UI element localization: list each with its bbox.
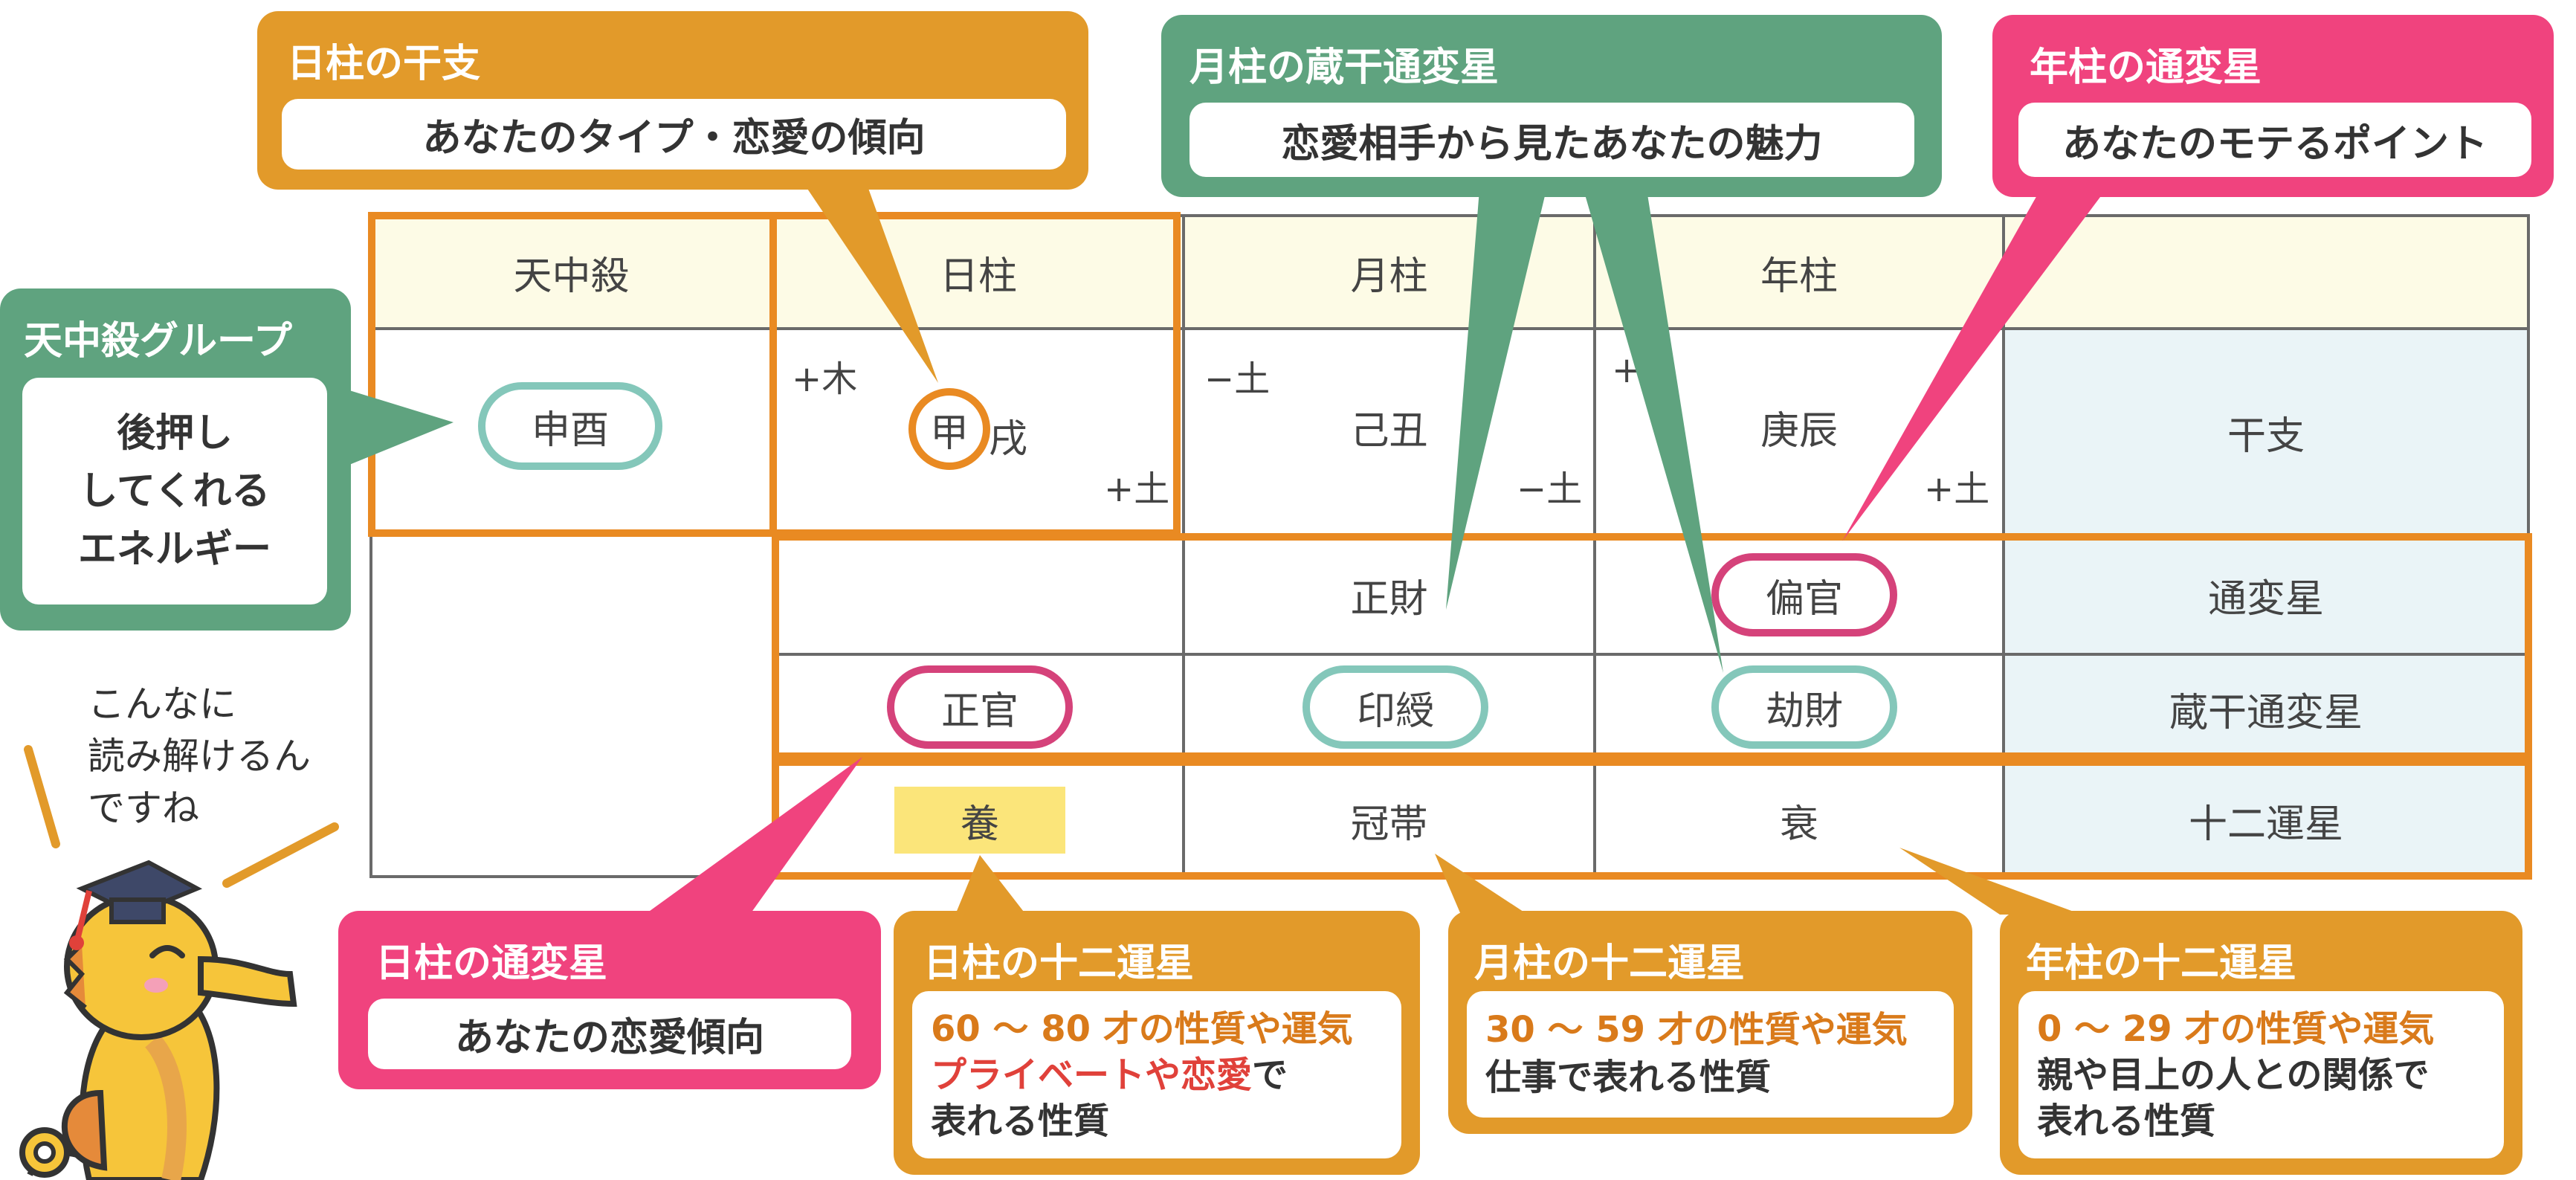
day-stem-prefix: +木 xyxy=(792,358,858,400)
juniunsei-frame xyxy=(772,758,2532,880)
month-stem-prefix: −土 xyxy=(1204,358,1271,400)
callout-title: 年柱の通変星 xyxy=(2030,45,2262,90)
callout-line: 後押し xyxy=(116,410,233,456)
year-branch-suffix: +土 xyxy=(1924,468,1990,510)
callout-year-tsuhensei: 年柱の通変星 あなたのモテるポイント xyxy=(1992,15,2554,197)
pointer-tenchusatsu xyxy=(349,390,453,465)
callout-title: 月柱の蔵干通変星 xyxy=(1189,45,1500,90)
label-column-bg xyxy=(2004,329,2530,877)
callout-title: 月柱の十二運星 xyxy=(1474,941,1746,986)
pointer-year-juni xyxy=(1899,848,2082,915)
callout-title: 天中殺グループ xyxy=(24,319,292,364)
day-stem-circle: 甲 xyxy=(908,388,990,470)
row-label-zokan-tsuhensei: 蔵干通変星 xyxy=(2169,691,2363,735)
grid-line xyxy=(773,653,2530,656)
callout-line: 表れる性質 xyxy=(931,1100,1110,1142)
callout-line: プライベートや恋愛で xyxy=(931,1052,1383,1098)
speech-line: 読み解けるん xyxy=(88,735,311,778)
tenchusatsu-pill: 申酉 xyxy=(478,382,662,470)
day-juniunsei: 養 xyxy=(894,787,1065,854)
callout-line: してくれる xyxy=(79,468,271,514)
callout-line: 0 〜 29 才の性質や運気 xyxy=(2037,1008,2435,1050)
sparkle-line-right xyxy=(222,822,339,888)
callout-day-juniunsei: 日柱の十二運星 60 〜 80 才の性質や運気 プライベートや恋愛で 表れる性質 xyxy=(894,911,1420,1175)
pointer-day-tsuhen xyxy=(647,757,862,913)
callout-title: 年柱の十二運星 xyxy=(2026,941,2297,986)
callout-line: エネルギー xyxy=(77,526,271,572)
callout-highlight: プライベートや恋愛 xyxy=(931,1054,1253,1096)
grid-line xyxy=(369,214,2530,217)
year-zokan-pill: 劫財 xyxy=(1711,665,1897,749)
pointer-month-zokan-b xyxy=(1584,190,1723,673)
character-speech: こんなに 読み解けるん ですね xyxy=(88,678,311,834)
callout-text: あなたのモテるポイント xyxy=(2018,103,2531,177)
callout-year-juniunsei: 年柱の十二運星 0 〜 29 才の性質や運気 親や目上の人との関係で 表れる性質 xyxy=(2000,911,2522,1175)
callout-tenchusatsu-group: 天中殺グループ 後押し してくれる エネルギー xyxy=(0,288,351,631)
pointer-day-kanshi xyxy=(803,182,938,383)
callout-line: 親や目上の人との関係で xyxy=(2037,1054,2430,1096)
callout-title: 日柱の十二運星 xyxy=(923,941,1195,986)
callout-title: 日柱の通変星 xyxy=(375,941,608,986)
month-kanshi: 己丑 xyxy=(1350,408,1428,454)
pointer-month-zokan-a xyxy=(1446,190,1546,610)
row-label-kanshi: 干支 xyxy=(2227,413,2305,459)
tsuhensei-frame xyxy=(772,533,2532,760)
year-juniunsei: 衰 xyxy=(1779,802,1818,847)
callout-text: あなたのタイプ・恋愛の傾向 xyxy=(282,99,1066,170)
kanshi-divider xyxy=(769,212,777,537)
callout-line: 30 〜 59 才の性質や運気 xyxy=(1485,1009,1908,1051)
header-month-pillar: 月柱 xyxy=(1350,254,1428,299)
day-zokan-pill: 正官 xyxy=(887,665,1073,749)
day-branch-suffix: +土 xyxy=(1104,468,1170,510)
month-juniunsei: 冠帯 xyxy=(1350,802,1428,847)
header-year-pillar: 年柱 xyxy=(1760,254,1838,299)
callout-text: 後押し してくれる エネルギー xyxy=(22,378,327,604)
callout-text-rest: で xyxy=(1252,1054,1288,1096)
callout-title: 日柱の干支 xyxy=(287,42,481,86)
callout-line: 表れる性質 xyxy=(2037,1100,2216,1142)
day-branch: 戌 xyxy=(989,417,1028,462)
grid-line xyxy=(369,327,2530,330)
callout-month-juniunsei: 月柱の十二運星 30 〜 59 才の性質や運気 仕事で表れる性質 xyxy=(1448,911,1972,1134)
year-tsuhensei-pill: 偏官 xyxy=(1711,553,1897,636)
callout-day-kanshi: 日柱の干支 あなたのタイプ・恋愛の傾向 xyxy=(257,11,1088,190)
callout-text: 0 〜 29 才の性質や運気 親や目上の人との関係で 表れる性質 xyxy=(2018,991,2504,1158)
callout-text: 恋愛相手から見たあなたの魅力 xyxy=(1189,103,1914,177)
callout-text: あなたの恋愛傾向 xyxy=(368,999,851,1069)
pointer-year-tsuhensei xyxy=(1842,182,2111,541)
row-label-juniunsei: 十二運星 xyxy=(2188,802,2343,847)
grid-line xyxy=(1593,214,1596,878)
year-kanshi: 庚辰 xyxy=(1760,408,1838,454)
callout-line: 仕事で表れる性質 xyxy=(1485,1057,1772,1098)
month-zokan-pill: 印綬 xyxy=(1302,665,1488,749)
callout-text: 60 〜 80 才の性質や運気 プライベートや恋愛で 表れる性質 xyxy=(912,991,1401,1158)
callout-text: 30 〜 59 才の性質や運気 仕事で表れる性質 xyxy=(1467,991,1954,1118)
month-tsuhensei: 正財 xyxy=(1350,576,1428,622)
speech-line: こんなに xyxy=(88,683,236,726)
sparkle-line-left xyxy=(24,745,60,848)
speech-line: ですね xyxy=(88,787,199,830)
header-tenchusatsu: 天中殺 xyxy=(513,254,630,299)
row-label-tsuhensei: 通変星 xyxy=(2207,576,2324,622)
pointer-month-juni xyxy=(1435,854,1528,915)
grid-line xyxy=(1182,214,1185,878)
callout-day-tsuhensei: 日柱の通変星 あなたの恋愛傾向 xyxy=(338,911,881,1089)
pointer-day-juni xyxy=(955,855,1026,915)
header-day-pillar: 日柱 xyxy=(939,254,1017,299)
seahorse-mascot-icon xyxy=(19,860,297,1180)
grid-line xyxy=(2002,214,2005,878)
header-row-bg xyxy=(369,216,2530,329)
month-branch-suffix: −土 xyxy=(1517,468,1583,510)
grid-line xyxy=(369,214,372,878)
callout-month-zokan: 月柱の蔵干通変星 恋愛相手から見たあなたの魅力 xyxy=(1161,15,1942,197)
callout-line: 60 〜 80 才の性質や運気 xyxy=(931,1008,1353,1050)
